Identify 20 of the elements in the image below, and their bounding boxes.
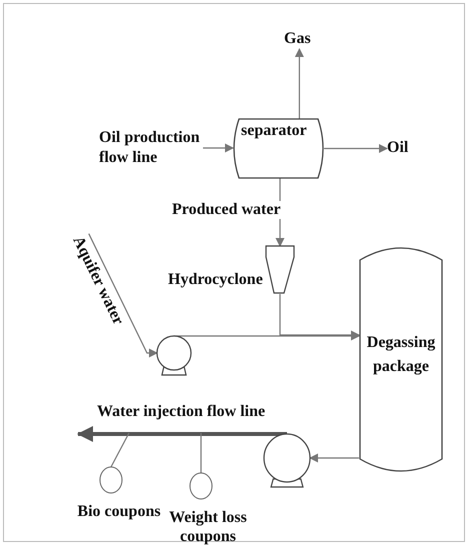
flow-line-arrow — [77, 426, 287, 442]
arrow — [88, 233, 158, 358]
pump-icon — [263, 432, 311, 488]
arrow — [324, 144, 388, 153]
equipment-label: Hydrocyclone — [168, 270, 263, 289]
arrow — [294, 48, 304, 119]
edge-label: Water injection flow line — [96, 403, 266, 421]
arrow — [203, 144, 234, 152]
pump-icon — [156, 334, 192, 376]
stream-label: Gas — [284, 29, 314, 49]
stream-label: Oil production flow line — [99, 128, 203, 168]
degassing-vessel: Degassing package — [359, 246, 443, 473]
stream-label: Oil — [387, 138, 411, 158]
connector-line — [110, 432, 130, 468]
connector-line — [200, 433, 202, 473]
separator-vessel: separator — [233, 119, 324, 178]
arrow — [309, 454, 359, 462]
edge-label: Produced water — [171, 201, 282, 219]
equipment-label: Weight loss coupons — [168, 508, 248, 546]
equipment-label: Bio coupons — [77, 502, 161, 521]
